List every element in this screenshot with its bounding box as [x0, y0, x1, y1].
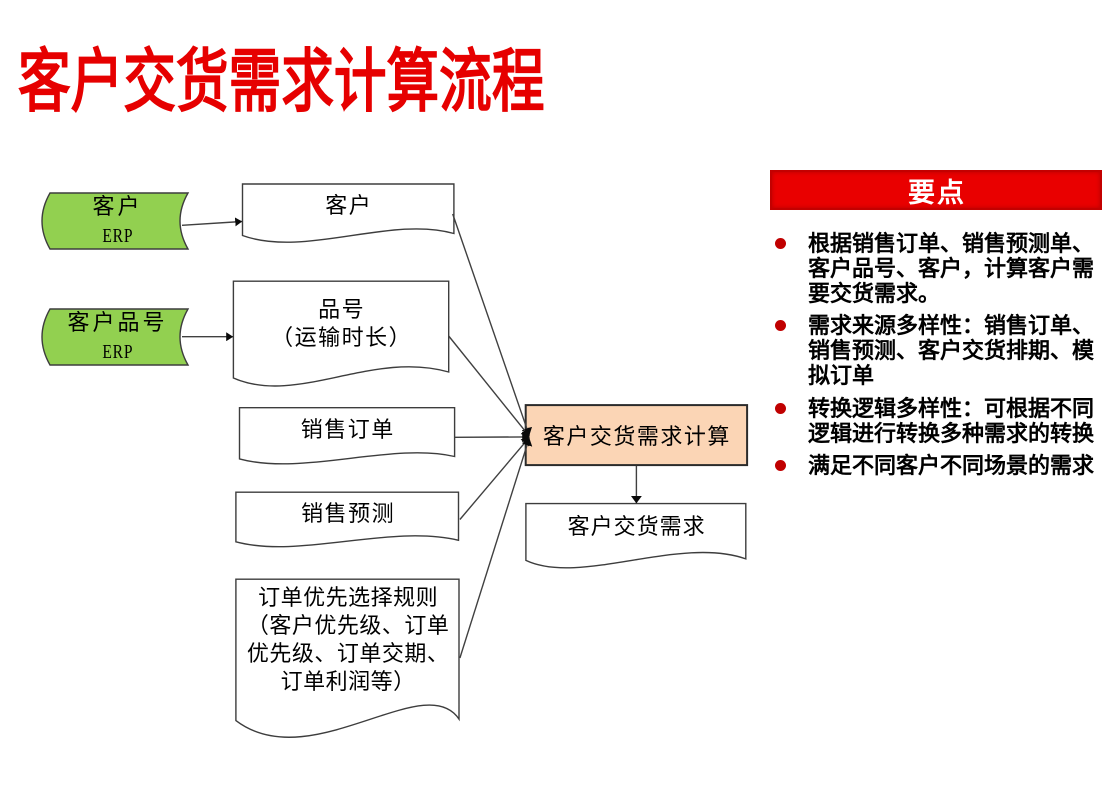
- keypoints-header-label: 要点: [908, 177, 966, 208]
- document-output: [525, 502, 747, 569]
- connector-source-erp-to-doc-customer: [181, 217, 243, 227]
- keypoint-text: 转换逻辑多样性：可根据不同逻辑进行转换多种需求的转换: [808, 395, 1095, 446]
- connector-doc-salesforecast-to-process: [459, 436, 530, 520]
- keypoint-item-2: 需求来源多样性：销售订单、销售预测、客户交货排期、模拟订单: [772, 313, 1102, 388]
- keypoints-header: 要点: [770, 170, 1102, 210]
- label-process: 客户交货需求计算: [542, 423, 731, 449]
- document-partno: [232, 280, 450, 387]
- document-salesorder: [238, 407, 456, 465]
- bullet-icon: [774, 320, 786, 332]
- source-system: ERP: [102, 225, 133, 247]
- connector-doc-customer-to-process: [452, 213, 533, 436]
- label-document-partno: 品号 （运输时长）: [271, 297, 413, 351]
- label-source-customer-erp: 客户 ERP: [44, 193, 188, 250]
- bullet-icon: [774, 460, 786, 472]
- document-rules: [235, 578, 460, 738]
- label-document-salesforecast: 销售预测: [301, 501, 396, 527]
- keypoints-list: 根据销售订单、销售预测单、客户品号、客户，计算客户需要交货需求。 需求来源多样性…: [772, 231, 1102, 486]
- label-output: 客户交货需求: [567, 514, 706, 539]
- keypoint-text: 需求来源多样性：销售订单、销售预测、客户交货排期、模拟订单: [808, 313, 1095, 389]
- label-document-customer: 客户: [325, 193, 373, 218]
- document-customer: [241, 183, 455, 243]
- keypoint-item-4: 满足不同客户不同场景的需求: [772, 453, 1102, 478]
- keypoint-item-1: 根据销售订单、销售预测单、客户品号、客户，计算客户需要交货需求。: [772, 231, 1102, 306]
- label-source-customer-partno-erp: 客户品号 ERP: [44, 309, 188, 366]
- source-name: 客户品号: [67, 310, 168, 335]
- source-system: ERP: [102, 341, 133, 363]
- connectors: [181, 213, 642, 659]
- keypoint-text: 根据销售订单、销售预测单、客户品号、客户，计算客户需要交货需求。: [808, 230, 1095, 306]
- label-document-salesorder: 销售订单: [300, 417, 395, 443]
- stored-data-customer-erp: [41, 192, 190, 250]
- source-name: 客户: [92, 194, 143, 219]
- bullet-icon: [774, 237, 786, 249]
- label-document-rules: 订单优先选择规则 （客户优先级、订单 优先级、订单交期、 订单利润等）: [246, 585, 450, 694]
- slide-title: 客户交货需求计算流程: [18, 43, 545, 120]
- keypoint-item-3: 转换逻辑多样性：可根据不同逻辑进行转换多种需求的转换: [772, 396, 1102, 446]
- document-salesforecast: [235, 491, 460, 548]
- shapes: [41, 183, 749, 738]
- connector-doc-partno-to-process: [448, 335, 530, 437]
- connector-doc-rules-to-process: [459, 437, 533, 659]
- keypoint-text: 满足不同客户不同场景的需求: [808, 453, 1095, 479]
- bullet-icon: [774, 402, 786, 414]
- stored-data-customer-partno-erp: [41, 308, 190, 366]
